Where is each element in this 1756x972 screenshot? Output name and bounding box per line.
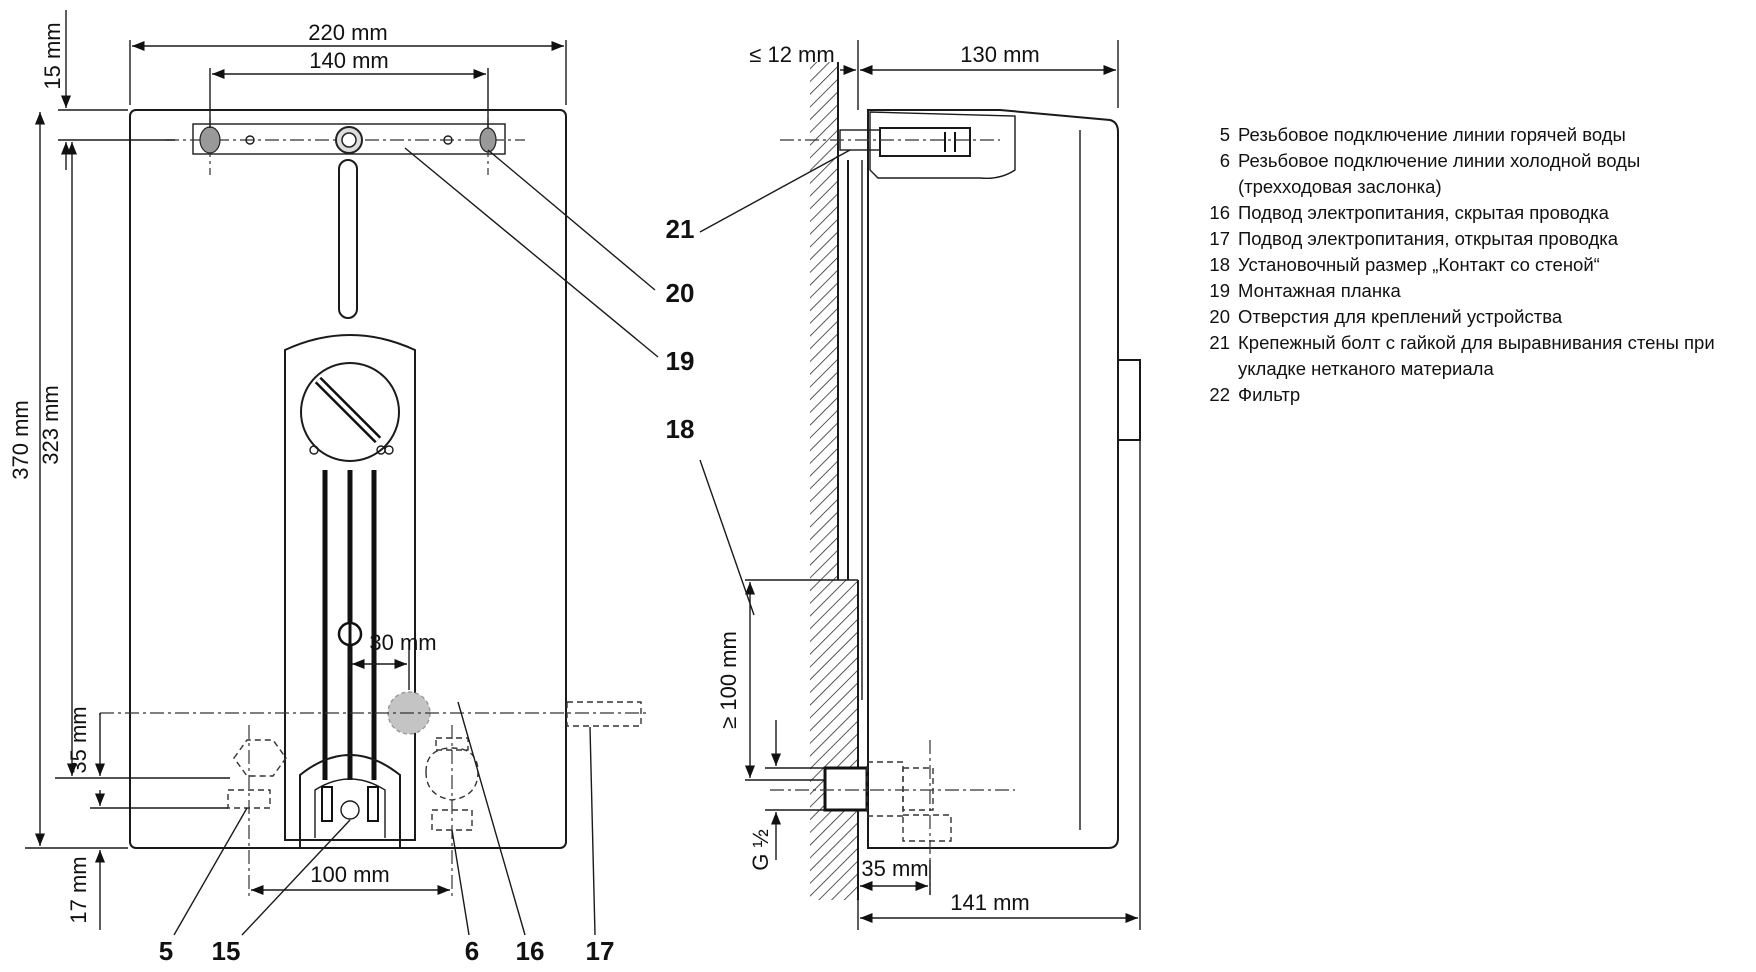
legend-text: Подвод электропитания, открытая проводка — [1238, 228, 1619, 249]
dim-height-323: 323 mm — [38, 385, 63, 464]
side-cable-entry — [1117, 359, 1141, 441]
legend-text: Резьбовое подключение линии холодной вод… — [1238, 150, 1641, 197]
legend-text: Подвод электропитания, скрытая проводка — [1238, 202, 1609, 223]
dim-width-220: 220 mm — [308, 20, 387, 45]
dim-spacing-100: 100 mm — [310, 862, 389, 887]
dim-depth-35: 35 mm — [861, 856, 928, 881]
legend-num: 16 — [1209, 202, 1230, 223]
legend-num: 22 — [1209, 384, 1230, 405]
fleece-layer — [838, 580, 858, 900]
cold-water-connection — [425, 725, 479, 900]
temperature-knob — [300, 362, 400, 462]
legend-num: 21 — [1209, 332, 1230, 353]
callout-5: 5 — [159, 936, 173, 966]
legend-text: Крепежный болт с гайкой для выравнивания… — [1238, 332, 1715, 379]
legend-num: 5 — [1219, 124, 1230, 145]
legend-item-6: 6 Резьбовое подключение линии холодной в… — [1196, 148, 1756, 200]
legend-num: 17 — [1209, 228, 1230, 249]
legend-text: Резьбовое подключение линии горячей воды — [1238, 124, 1626, 145]
mount-hole-left — [199, 126, 221, 154]
callout-21: 21 — [666, 214, 695, 244]
legend-text: Монтажная планка — [1238, 280, 1401, 301]
legend-text: Установочный размер „Контакт со стеной“ — [1238, 254, 1600, 275]
wall-section — [810, 62, 838, 900]
legend-item-22: 22 Фильтр — [1196, 382, 1756, 408]
connector-housing — [299, 754, 401, 848]
hot-water-connection — [227, 725, 287, 900]
dim-offset-30: 30 mm — [369, 630, 436, 655]
dim-width-140: 140 mm — [309, 48, 388, 73]
side-water-connection — [823, 766, 869, 812]
dim-top-15: 15 mm — [40, 22, 65, 89]
legend-num: 18 — [1209, 254, 1230, 275]
legend-item-17: 17 Подвод электропитания, открытая прово… — [1196, 226, 1756, 252]
legend: 5 Резьбовое подключение линии горячей во… — [1196, 122, 1756, 408]
bar-hole-small-right — [443, 135, 453, 145]
legend-item-16: 16 Подвод электропитания, скрытая провод… — [1196, 200, 1756, 226]
control-plate — [284, 334, 416, 841]
callout-6: 6 — [465, 936, 479, 966]
legend-item-18: 18 Установочный размер „Контакт со стено… — [1196, 252, 1756, 278]
callout-17: 17 — [586, 936, 615, 966]
front-view: 220 mm 140 mm 15 mm 370 mm 323 mm 30 mm … — [8, 10, 694, 966]
callout-15: 15 — [212, 936, 241, 966]
legend-num: 6 — [1219, 150, 1230, 171]
callout-18: 18 — [666, 414, 695, 444]
dim-wall-12: ≤ 12 mm — [749, 42, 834, 67]
legend-text: Фильтр — [1238, 384, 1301, 405]
callout-20: 20 — [666, 278, 695, 308]
dim-depth-130: 130 mm — [960, 42, 1039, 67]
legend-item-5: 5 Резьбовое подключение линии горячей во… — [1196, 122, 1756, 148]
dim-height-35: 35 mm — [66, 706, 91, 773]
legend-item-21: 21 Крепежный болт с гайкой для выравнива… — [1196, 330, 1756, 382]
legend-num: 20 — [1209, 306, 1230, 327]
appliance-body-side — [867, 109, 1119, 849]
legend-item-19: 19 Монтажная планка — [1196, 278, 1756, 304]
dim-thread-g: G ½ — [748, 829, 773, 871]
vertical-slot — [338, 159, 358, 319]
bar-hole-small-left — [245, 135, 255, 145]
side-view: ≤ 12 mm 130 mm ≥ 100 mm G ½ 35 mm 141 mm… — [666, 40, 1141, 930]
appliance-body-front — [129, 109, 567, 849]
legend-item-20: 20 Отверстия для креплений устройства — [1196, 304, 1756, 330]
legend-text: Отверстия для креплений устройства — [1238, 306, 1563, 327]
callout-19: 19 — [666, 346, 695, 376]
dim-depth-141: 141 mm — [950, 890, 1029, 915]
dim-height-370: 370 mm — [8, 400, 33, 479]
mount-hole-right — [479, 127, 497, 153]
legend-num: 19 — [1209, 280, 1230, 301]
dim-height-17: 17 mm — [66, 856, 91, 923]
callout-16: 16 — [516, 936, 545, 966]
cable-entry-surface — [566, 701, 642, 727]
dim-min-100: ≥ 100 mm — [716, 631, 741, 729]
